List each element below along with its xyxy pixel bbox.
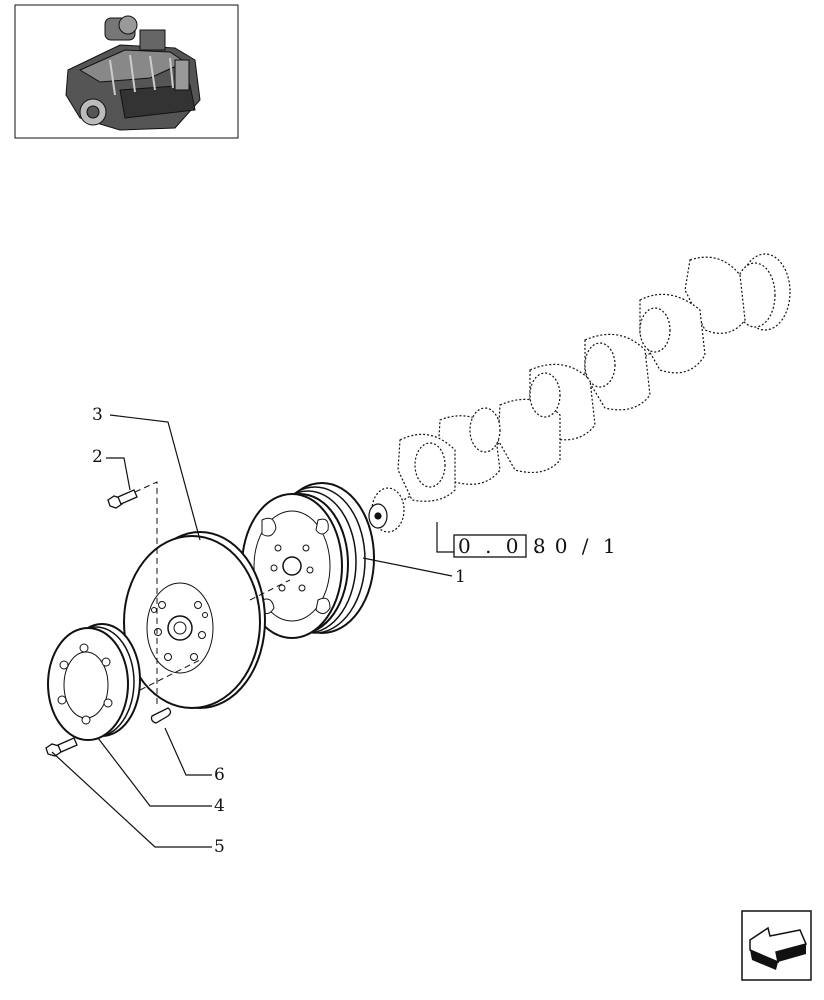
callout-5: 5 [214,837,225,857]
assembly-axis [134,481,291,705]
callout-3: 3 [92,405,103,425]
engine-thumbnail[interactable] [14,4,239,139]
next-page-button[interactable] [741,910,812,981]
callout-2: 2 [92,447,103,467]
pin-part-6 [150,707,172,724]
next-page-arrow-icon [749,926,808,970]
crankshaft [368,253,791,533]
reference-suffix: . 0 / 1 [534,534,620,558]
callout-6: 6 [214,765,225,785]
pulley-part-4 [47,623,141,741]
cross-reference-link[interactable]: 0 . 0 8 . 0 / 1 [453,534,620,558]
reference-boxed-code: 0 . 0 8 [458,534,550,558]
bolt-part-5 [45,737,78,757]
engine-thumbnail-icon [65,15,201,131]
leader-lines [51,414,455,848]
pulley-part-1 [241,482,375,639]
callout-1: 1 [455,567,466,587]
damper-part-3 [123,531,266,709]
callout-4: 4 [214,796,225,816]
bolt-part-2 [107,489,138,509]
